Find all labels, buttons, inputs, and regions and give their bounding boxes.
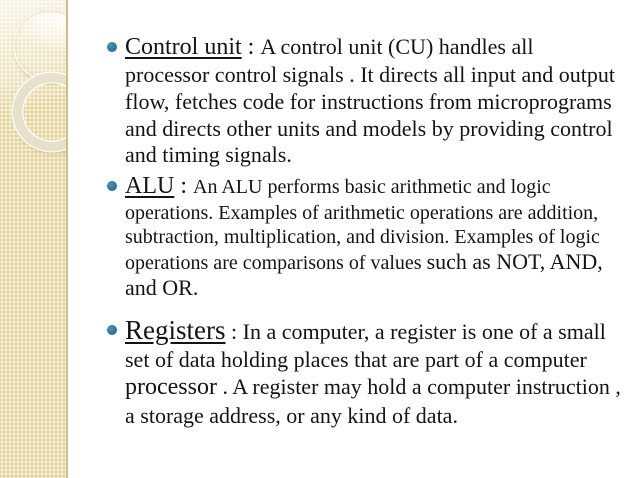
term-separator: :	[174, 173, 193, 200]
slide-body: Control unit : A control unit (CU) handl…	[107, 33, 623, 429]
decor-circle-outline	[13, 8, 66, 82]
bullet-list: Control unit : A control unit (CU) handl…	[107, 33, 623, 429]
term-alu: ALU	[125, 173, 175, 200]
term-separator: :	[225, 318, 243, 344]
sidebar-decoration	[0, 0, 68, 478]
term-control-unit: Control unit	[125, 34, 242, 60]
decor-circle-glass-highlight	[19, 12, 66, 52]
bullet-item-registers: Registers : In a computer, a register is…	[107, 314, 623, 430]
bullet-item-alu: ALU : An ALU performs basic arithmetic a…	[107, 172, 623, 302]
body-text-alu: An ALU performs basic arithmetic and log…	[125, 176, 600, 274]
body-text-registers-processor: processor	[125, 374, 217, 401]
bullet-icon	[107, 42, 117, 52]
term-separator: :	[241, 34, 261, 60]
term-registers: Registers	[125, 314, 226, 345]
body-text-alu-tail: such as NOT, AND, and OR.	[125, 248, 603, 301]
decor-circle-ring	[13, 73, 66, 151]
bullet-icon	[107, 324, 117, 335]
bullet-item-control-unit: Control unit : A control unit (CU) handl…	[107, 33, 623, 169]
body-text-control-unit: A control unit (CU) handles all processo…	[125, 34, 616, 168]
body-text-registers: In a computer, a register is one of a sm…	[125, 318, 606, 372]
bullet-icon	[107, 181, 117, 192]
body-text-registers-end: . A register may hold a computer instruc…	[125, 374, 621, 428]
